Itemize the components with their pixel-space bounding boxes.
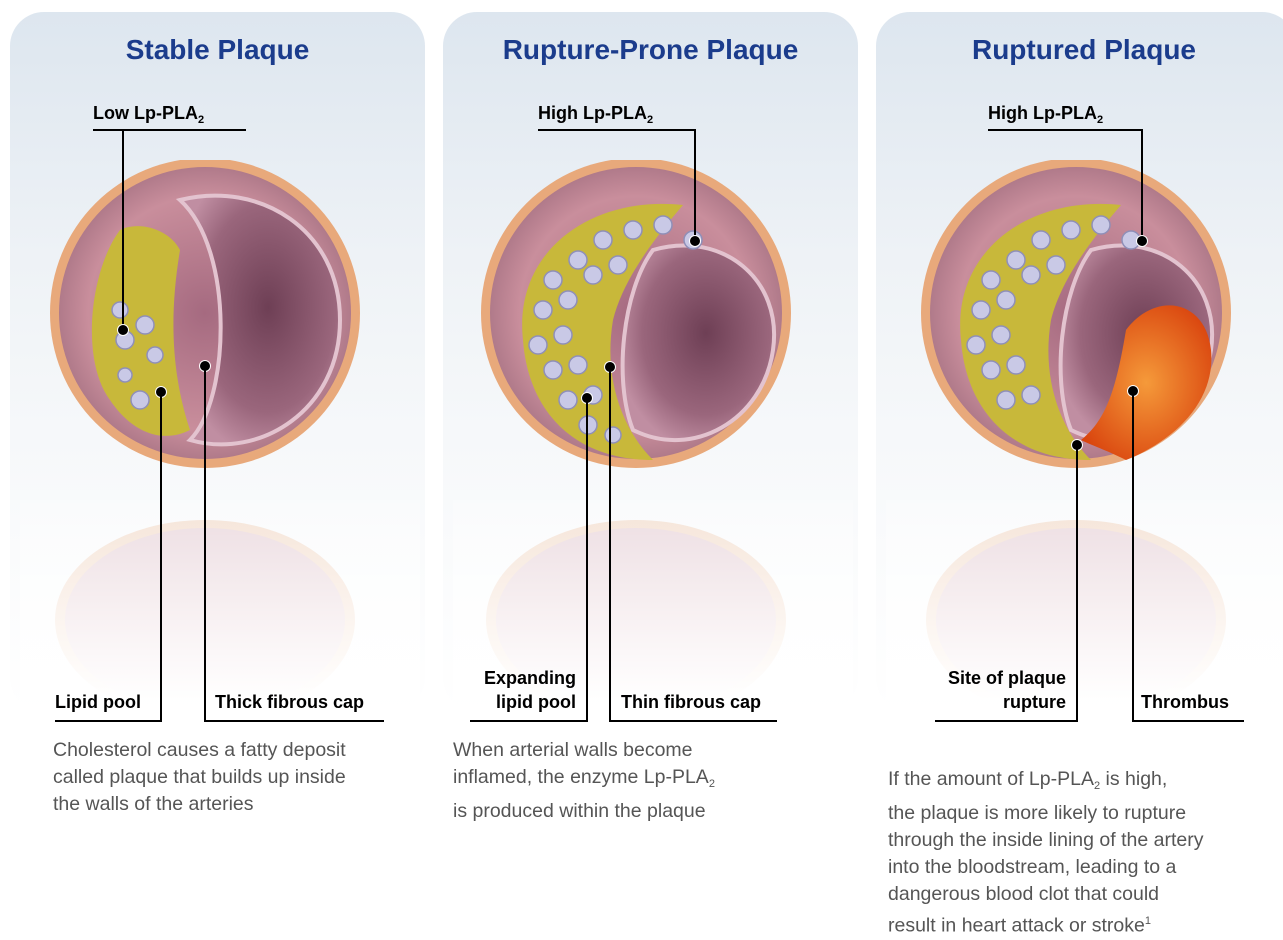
caption: When arterial walls become inflamed, the… — [453, 737, 715, 825]
leader-line — [122, 129, 124, 330]
leader-line — [586, 398, 588, 722]
panel-title: Rupture-Prone Plaque — [443, 34, 858, 66]
label-thick-fibrous-cap: Thick fibrous cap — [215, 690, 364, 714]
leader-line — [988, 129, 1143, 131]
leader-line — [609, 367, 611, 722]
leader-line — [538, 129, 696, 131]
panel-title: Stable Plaque — [10, 34, 425, 66]
panel-title: Ruptured Plaque — [876, 34, 1283, 66]
label-lipid-pool: Lipid pool — [55, 690, 141, 714]
leader-line — [1132, 720, 1244, 722]
leader-line — [160, 392, 162, 722]
label-thin-fibrous-cap: Thin fibrous cap — [621, 690, 761, 714]
leader-line — [93, 129, 246, 131]
top-label: High Lp-PLA2 — [538, 101, 653, 132]
top-label: Low Lp-PLA2 — [93, 101, 204, 132]
leader-line — [55, 720, 161, 722]
leader-line — [204, 366, 206, 722]
top-label: High Lp-PLA2 — [988, 101, 1103, 132]
leader-line — [694, 129, 696, 241]
leader-line — [935, 720, 1078, 722]
leader-dot — [117, 324, 129, 336]
leader-line — [1141, 129, 1143, 241]
leader-dot — [689, 235, 701, 247]
leader-line — [609, 720, 777, 722]
rupture-prone-plaque-illustration — [453, 160, 853, 700]
caption: If the amount of Lp-PLA2 is high, the pl… — [888, 766, 1283, 940]
label-thrombus: Thrombus — [1141, 690, 1229, 714]
leader-line — [204, 720, 384, 722]
leader-line — [470, 720, 587, 722]
leader-dot — [1136, 235, 1148, 247]
ruptured-plaque-illustration — [886, 160, 1283, 700]
leader-line — [1132, 391, 1134, 722]
leader-line — [1076, 445, 1078, 722]
stable-plaque-illustration — [20, 160, 420, 700]
